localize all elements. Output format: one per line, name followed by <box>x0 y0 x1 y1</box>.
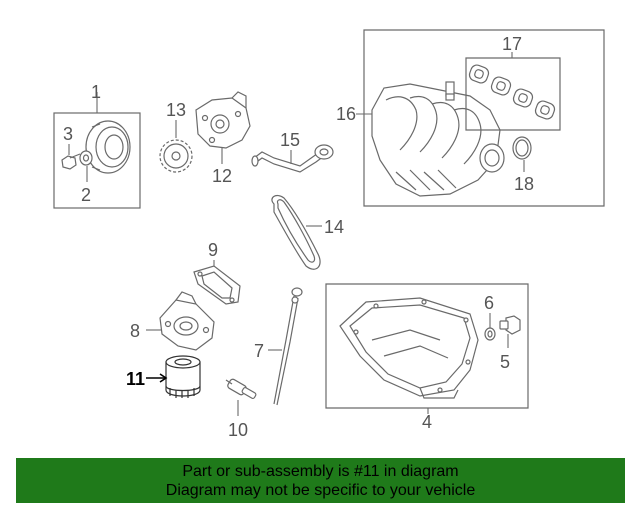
info-banner: Part or sub-assembly is #11 in diagram D… <box>16 458 625 503</box>
timing-chain-part[interactable] <box>271 194 321 270</box>
callout-15[interactable]: 15 <box>280 130 300 150</box>
callout-11[interactable]: 11 <box>126 369 145 389</box>
part-group-12[interactable]: 12 <box>195 91 251 186</box>
callout-9[interactable]: 9 <box>208 240 218 260</box>
drain-plug-part[interactable] <box>499 315 521 335</box>
group-frame-16 <box>363 29 605 207</box>
part-group-6[interactable]: 6 <box>484 293 496 341</box>
part-group-5[interactable]: 5 <box>499 315 521 372</box>
throttle-gasket-part[interactable] <box>512 136 532 160</box>
callout-10[interactable]: 10 <box>228 420 248 440</box>
banner-line-1: Part or sub-assembly is #11 in diagram <box>182 462 459 480</box>
callout-14[interactable]: 14 <box>324 217 344 237</box>
part-group-7[interactable]: 7 <box>254 287 303 406</box>
intake-manifold-part[interactable] <box>371 81 505 197</box>
crank-pulley-part[interactable] <box>85 120 131 174</box>
drain-washer-part[interactable] <box>484 327 496 341</box>
dipstick-part[interactable] <box>273 287 303 406</box>
group-frame-17 <box>465 57 561 131</box>
callout-8[interactable]: 8 <box>130 321 140 341</box>
pickup-tube-part[interactable] <box>251 144 334 173</box>
part-group-4[interactable]: 4 <box>325 283 529 432</box>
washer-part[interactable] <box>79 150 93 166</box>
oil-pressure-sensor-part[interactable] <box>225 378 257 399</box>
group-frame-4 <box>325 283 529 409</box>
filter-adapter-part[interactable] <box>159 291 215 351</box>
callout-12[interactable]: 12 <box>212 166 232 186</box>
callout-5[interactable]: 5 <box>500 352 510 372</box>
callout-7[interactable]: 7 <box>254 341 264 361</box>
callout-4[interactable]: 4 <box>422 412 432 432</box>
part-group-9[interactable]: 9 <box>193 240 241 305</box>
callout-13[interactable]: 13 <box>166 100 186 120</box>
callout-17[interactable]: 17 <box>502 34 522 54</box>
callout-18[interactable]: 18 <box>514 174 534 194</box>
gasket-set-part[interactable] <box>468 63 556 120</box>
part-group-10[interactable]: 10 <box>225 378 257 440</box>
oil-filter-part[interactable] <box>165 355 201 398</box>
part-group-11[interactable]: 11 <box>126 355 201 398</box>
callout-2[interactable]: 2 <box>81 185 91 205</box>
callout-16[interactable]: 16 <box>336 104 356 124</box>
part-group-16[interactable]: 16 <box>336 29 605 207</box>
part-group-17[interactable]: 17 <box>465 34 561 131</box>
sprocket-part[interactable] <box>159 139 193 173</box>
part-group-15[interactable]: 15 <box>251 130 334 173</box>
part-group-18[interactable]: 18 <box>512 136 534 194</box>
part-group-8[interactable]: 8 <box>130 291 215 351</box>
part-group-13[interactable]: 13 <box>159 100 193 173</box>
callout-1[interactable]: 1 <box>91 82 101 102</box>
oil-pump-part[interactable] <box>195 91 251 149</box>
part-group-14[interactable]: 14 <box>271 194 344 270</box>
part-group-1[interactable]: 1 3 2 <box>53 82 141 209</box>
callout-3[interactable]: 3 <box>63 124 73 144</box>
adapter-gasket-part[interactable] <box>193 265 241 305</box>
banner-line-2: Diagram may not be specific to your vehi… <box>165 481 476 499</box>
callout-6[interactable]: 6 <box>484 293 494 313</box>
bolt-part[interactable] <box>61 153 81 170</box>
oil-pan-part[interactable] <box>339 297 479 399</box>
